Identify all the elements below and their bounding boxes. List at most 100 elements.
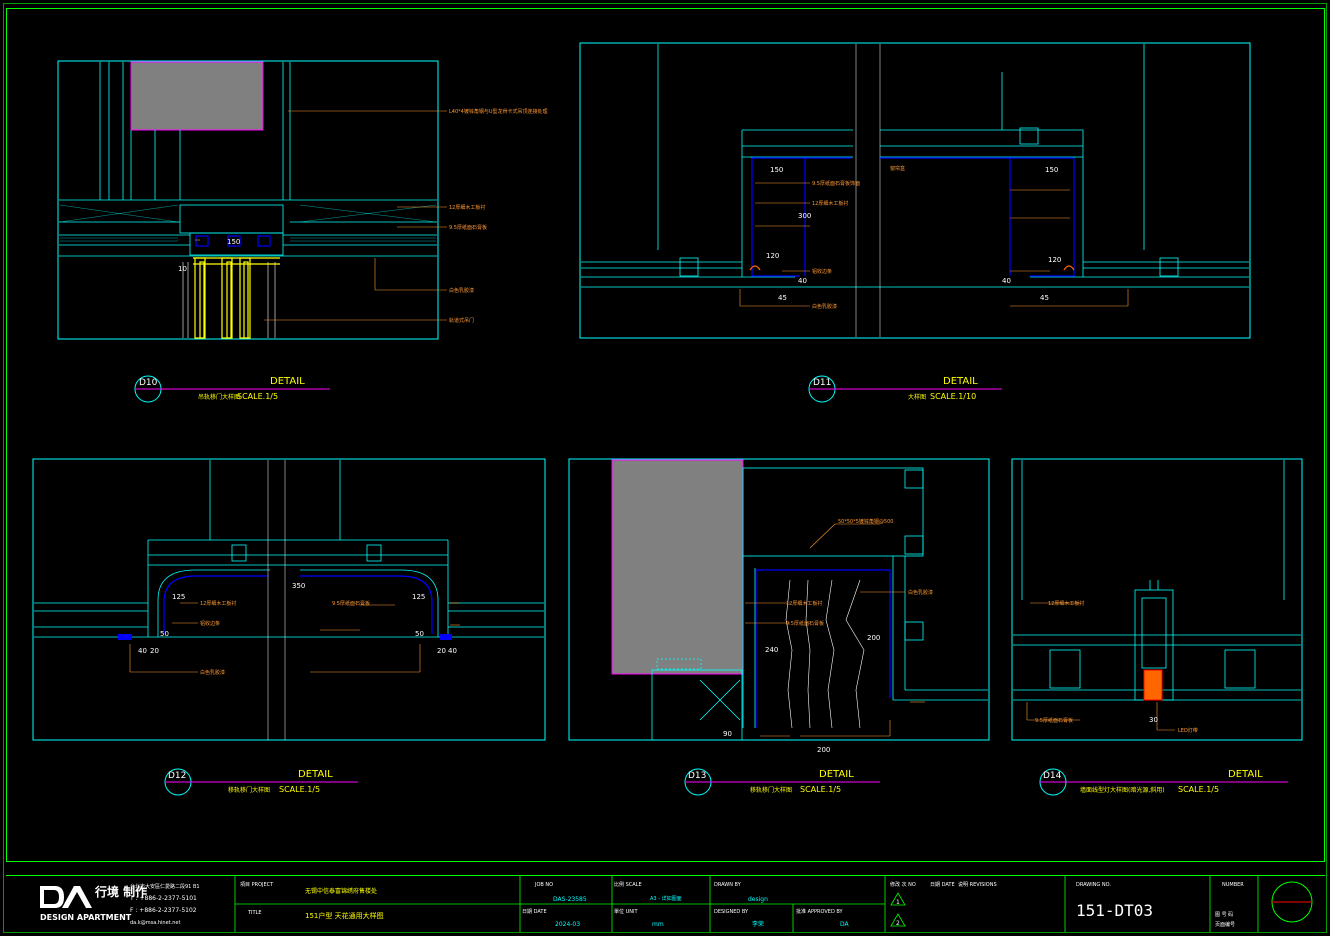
d12-dim-0: 125 <box>172 593 185 601</box>
d13-dim-3: 90 <box>723 730 732 738</box>
d12-dim-2: 350 <box>292 582 305 590</box>
d11-heading: DETAIL <box>943 376 978 387</box>
scale-value: A3 - 详如图面 <box>650 895 682 902</box>
d12-note-1: 9.5厚纸面石膏板 <box>332 600 370 607</box>
d14-note-0: 12厚细木工板衬 <box>1048 600 1084 607</box>
d11-dim-3: 120 <box>766 252 779 260</box>
d13-tag: D13 <box>688 771 706 781</box>
d11-tag: D11 <box>813 378 831 388</box>
sheet-outer-border <box>3 3 1327 933</box>
drawn-value: design <box>748 896 768 903</box>
detail-d13: 240 200 200 90 50*50*5镀锌角钢@500 12厚细木工板衬 … <box>568 458 990 796</box>
d13-dim-0: 240 <box>765 646 778 654</box>
d10-note-3: 白色乳胶漆 <box>449 287 474 294</box>
d12-note-0: 12厚细木工板衬 <box>200 600 236 607</box>
d12-dim-3: 50 <box>160 630 169 638</box>
rev-triangle-2 <box>890 913 906 927</box>
d10-heading: DETAIL <box>270 376 305 387</box>
d14-viewport <box>1011 458 1303 741</box>
d14-note-2: LED灯带 <box>1178 727 1198 734</box>
d14-scale: SCALE.1/5 <box>1178 785 1219 794</box>
detail-d11: 150 150 300 120 120 40 40 45 45 9.5厚纸面石膏… <box>579 42 1251 403</box>
drawing-no-label: DRAWING NO. <box>1076 882 1111 888</box>
rev-desc-label: 说明 REVISIONS <box>958 881 997 888</box>
d12-dim-8: 20 <box>437 647 446 655</box>
d12-dim-1: 125 <box>412 593 425 601</box>
d13-note-0: 50*50*5镀锌角钢@500 <box>838 518 893 525</box>
rev-no-label: 修改 次 NO <box>890 881 916 888</box>
d11-note-4: 窗帘盒 <box>890 165 905 172</box>
d11-dim-4: 120 <box>1048 256 1061 264</box>
d11-dim-8: 45 <box>1040 294 1049 302</box>
d11-dim-5: 40 <box>798 277 807 285</box>
designed-label: DESIGNED BY <box>714 909 749 915</box>
rev-mark-2: 2 <box>896 920 900 927</box>
d10-note-0: L40*4镀锌角钢与U型龙骨卡式吊顶连接处理 <box>449 108 548 115</box>
d14-tag: D14 <box>1043 771 1062 781</box>
unit-label: 單位 UNIT <box>614 908 638 915</box>
drawing-no-value: 151-DT03 <box>1076 901 1153 920</box>
d13-wall-block <box>611 459 744 675</box>
company-address: 台北市大安區仁愛路二段91 B1 <box>130 883 200 890</box>
date-label: 日期 DATE <box>522 909 547 915</box>
job-no-label: JOB NO <box>534 882 553 888</box>
d12-dim-5: 40 <box>138 647 147 655</box>
title-label: TITLE <box>247 910 262 916</box>
rev-mark-1: 1 <box>896 899 900 906</box>
d10-note-2: 9.5厚纸面石膏板 <box>449 224 487 231</box>
d14-dim-0: 30 <box>1149 716 1158 724</box>
d13-dim-1: 200 <box>867 634 880 642</box>
d13-viewport <box>568 458 990 741</box>
number-sub2: 页面编号 <box>1215 921 1235 928</box>
project-value: 无锡中信泰富锦绣府售楼处 <box>305 887 377 895</box>
d11-dim-1: 150 <box>1045 166 1058 174</box>
d11-note-0: 9.5厚纸面石膏板饰面 <box>812 180 860 187</box>
approved-label: 批准 APPROVED BY <box>796 908 844 915</box>
date-value: 2024-03 <box>555 921 580 928</box>
d11-scale: SCALE.1/10 <box>930 392 976 401</box>
title-block: 行境 制作 DESIGN APARTMENT 台北市大安區仁愛路二段91 B1 … <box>6 875 1325 932</box>
d10-dim-1: 10 <box>178 265 187 273</box>
logo-mark <box>40 886 92 908</box>
number-label: NUMBER <box>1222 882 1244 888</box>
d10-dim-0: 150 <box>227 238 240 246</box>
detail-d14: 30 12厚细木工板衬 9.5厚纸面石膏板 LED灯带 D14 DETAIL 墙… <box>1011 458 1303 796</box>
d10-wall-block <box>130 61 264 131</box>
project-label: 項目 PROJECT <box>240 882 274 888</box>
d10-viewport <box>57 60 439 340</box>
d11-note-3: 白色乳胶漆 <box>812 303 837 310</box>
d10-note-1: 12厚细木工板衬 <box>449 204 485 211</box>
title-value: 151户型 天花通用大样图 <box>305 911 384 920</box>
d13-subtitle: 移轨移门大样图 <box>750 786 792 794</box>
d13-note-3: 白色乳胶漆 <box>908 589 933 596</box>
d10-note-4: 轨道式吊门 <box>449 317 474 324</box>
logo-cn: 行境 制作 <box>94 884 147 899</box>
unit-value: mm <box>652 921 664 928</box>
d12-dim-6: 40 <box>448 647 457 655</box>
d11-dim-2: 300 <box>798 212 811 220</box>
d10-scale: SCALE.1/5 <box>237 392 278 401</box>
approved-value: DA <box>840 921 850 928</box>
d12-subtitle: 移轨移门大样图 <box>228 786 270 794</box>
d12-dim-4: 50 <box>415 630 424 638</box>
detail-d12: 125 125 350 50 50 40 40 20 20 12厚细木工板衬 9… <box>32 458 546 796</box>
d11-note-2: 铝收边条 <box>812 268 832 275</box>
job-no-value: DAS-23585 <box>553 896 587 903</box>
d12-dim-7: 20 <box>150 647 159 655</box>
d14-subtitle: 墙面线型灯大样图(暗光源,斜用) <box>1080 786 1165 794</box>
d14-note-1: 9.5厚纸面石膏板 <box>1035 717 1073 724</box>
d11-dim-6: 40 <box>1002 277 1011 285</box>
company-fax: F : +886-2-2377-5102 <box>130 907 197 914</box>
d12-note-3: 白色乳胶漆 <box>200 669 225 676</box>
d13-note-2: 9.5厚纸面石膏板 <box>786 620 824 627</box>
d11-subtitle: 大样图 <box>908 393 926 401</box>
rev-triangle-1 <box>890 892 906 906</box>
d13-heading: DETAIL <box>819 769 854 780</box>
d13-note-1: 12厚细木工板衬 <box>786 600 822 607</box>
d10-tag: D10 <box>139 378 158 388</box>
d12-heading: DETAIL <box>298 769 333 780</box>
drawn-label: DRAWN BY <box>714 882 742 888</box>
sheet-border <box>6 8 1325 862</box>
company-email: da.k@msa.hinet.net <box>130 920 180 926</box>
